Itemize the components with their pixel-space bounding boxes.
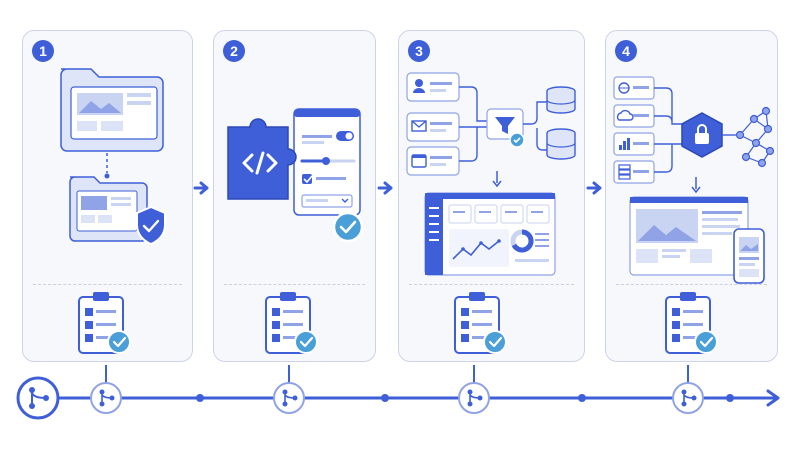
stage-panel-4: 4 [605, 30, 778, 362]
branch-node-icon [458, 382, 490, 414]
clipboard-checklist-icon [265, 292, 318, 354]
branch-node-icon [16, 376, 60, 420]
folder-security-icon [60, 68, 166, 246]
stage-number-badge: 4 [615, 40, 637, 62]
data-filter-dashboard-icon [406, 72, 576, 276]
secure-network-devices-icon [613, 76, 775, 284]
clipboard-checklist-icon [454, 292, 507, 354]
stage-panel-3: 3 [398, 30, 585, 362]
panel-divider [409, 284, 574, 285]
panel-divider [33, 284, 182, 285]
branch-node-icon [90, 382, 122, 414]
stage-number-badge: 3 [408, 40, 430, 62]
branch-node-icon [672, 382, 704, 414]
clipboard-checklist-icon [665, 292, 718, 354]
flow-arrow-icon [193, 181, 209, 195]
branch-node-icon [273, 382, 305, 414]
flow-arrow-icon [377, 181, 393, 195]
code-plugin-settings-icon [227, 108, 364, 243]
stage-number-badge: 2 [223, 40, 245, 62]
stage-number-badge: 1 [32, 40, 54, 62]
stage-panel-2: 2 [213, 30, 376, 362]
clipboard-checklist-icon [78, 292, 131, 354]
flow-arrow-icon [586, 181, 602, 195]
stage-panel-1: 1 [22, 30, 193, 362]
panel-divider [616, 284, 767, 285]
panel-divider [224, 284, 365, 285]
timeline [16, 365, 780, 420]
